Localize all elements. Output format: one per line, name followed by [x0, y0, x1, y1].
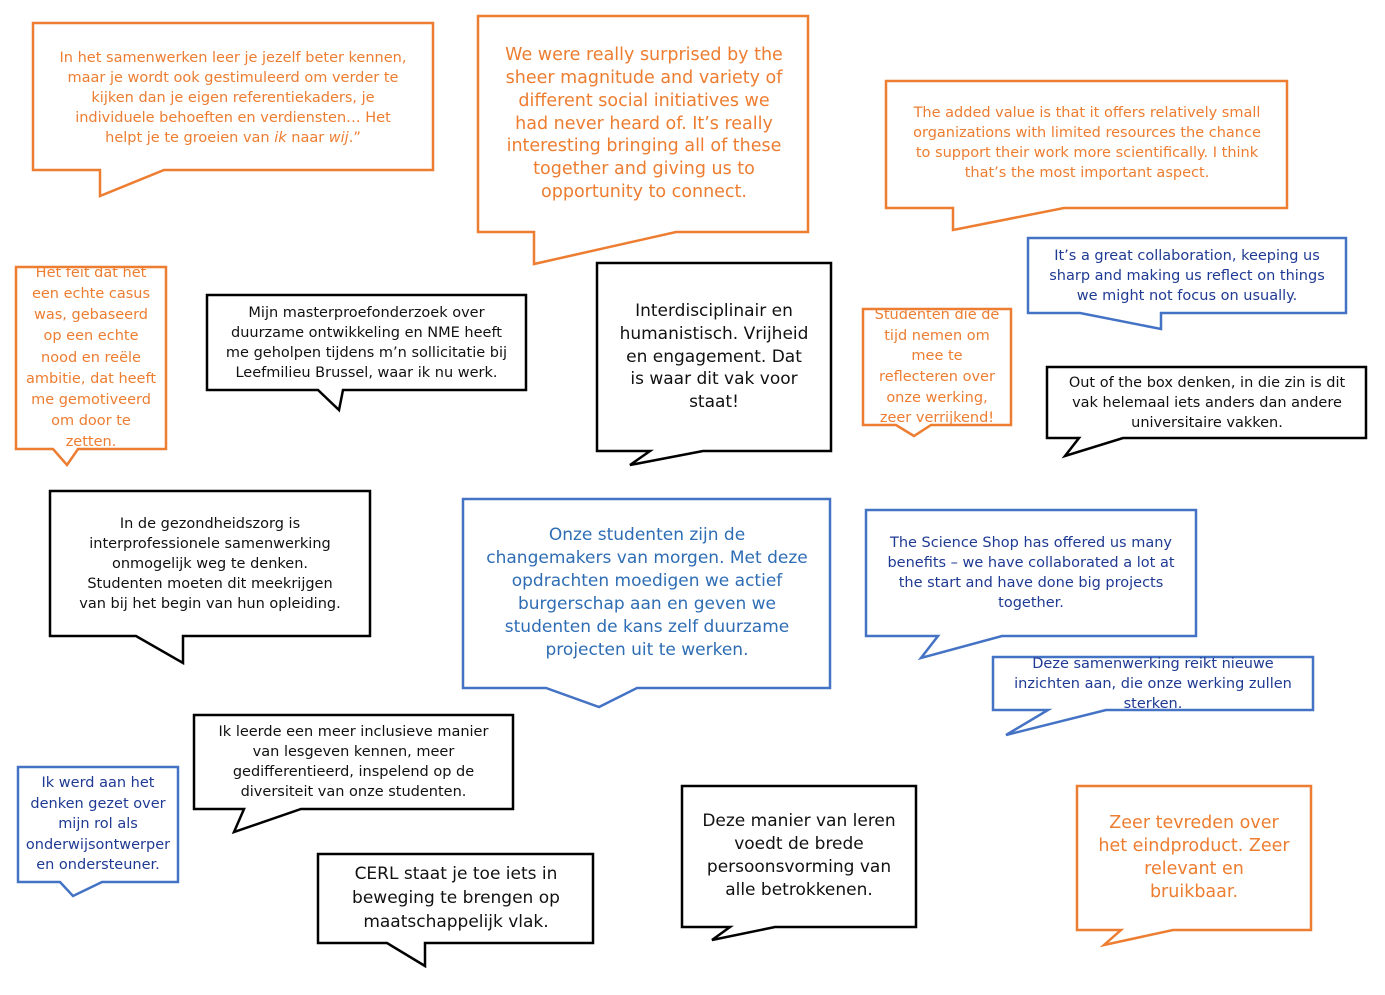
quote-q5-text: Mijn masterproefonderzoek over duurzame … [225, 304, 508, 381]
quote-q14: Ik leerde een meer inclusieve manier van… [197, 717, 510, 807]
quote-q2: We were really surprised by the sheer ma… [494, 34, 794, 214]
speech-bubble-q16 [680, 784, 918, 942]
quote-q4: Het feit dat het een echte casus was, ge… [18, 265, 164, 449]
quote-q10-text: In de gezondheidszorg is interprofession… [79, 516, 341, 612]
speech-bubble-q15 [16, 765, 180, 898]
quote-q6: Interdisciplinair en humanistisch. Vrijh… [612, 276, 816, 438]
quote-q8-text: Studenten die de tijd nemen om mee te re… [874, 307, 1000, 427]
quote-q12-text: The Science Shop has offered us many ben… [887, 535, 1175, 611]
quote-q9-text: Out of the box denken, in die zin is dit… [1068, 374, 1346, 431]
quote-q13-text: Deze samenwerking reikt nieuwe inzichten… [1014, 655, 1292, 712]
quote-q11-text: Onze studenten zijn de changemakers van … [486, 525, 808, 660]
speech-bubble-q4 [14, 265, 168, 468]
quote-q3: The added value is that it offers relati… [904, 95, 1270, 191]
speech-bubble-q6 [595, 261, 833, 467]
speech-bubble-q11 [461, 497, 832, 709]
quote-q14-text: Ik leerde een meer inclusieve manier van… [218, 724, 489, 800]
quote-q16: Deze manier van leren voedt de brede per… [692, 796, 906, 916]
quote-q17-text: CERL staat je toe iets in beweging te br… [352, 864, 560, 932]
quote-q15-text: Ik werd aan het denken gezet over mijn r… [25, 775, 171, 874]
quote-q5: Mijn masterproefonderzoek over duurzame … [212, 298, 521, 387]
speech-bubble-q9 [1045, 365, 1368, 459]
quote-q1: In het samenwerken leer je jezelf beter … [52, 42, 414, 154]
quote-q13: Deze samenwerking reikt nieuwe inzichten… [995, 656, 1311, 712]
quote-q11: Onze studenten zijn de changemakers van … [478, 512, 816, 674]
quote-q7-text: It’s a great collaboration, keeping us s… [1049, 247, 1325, 304]
quote-q4-text: Het feit dat het een echte casus was, ge… [25, 265, 157, 450]
speech-bubble-q17 [316, 852, 595, 969]
quote-q16-text: Deze manier van leren voedt de brede per… [702, 811, 896, 900]
quote-q10: In de gezondheidszorg is interprofession… [70, 503, 350, 625]
speech-bubble-q10 [48, 489, 372, 666]
quote-q12: The Science Shop has offered us many ben… [880, 522, 1182, 624]
speech-bubble-q8 [861, 307, 1013, 438]
speech-bubble-q1 [31, 21, 435, 198]
quote-q7: It’s a great collaboration, keeping us s… [1032, 240, 1342, 311]
speech-bubble-q2 [476, 14, 810, 266]
speech-bubble-q3 [884, 79, 1289, 232]
quote-q17: CERL staat je toe iets in beweging te br… [328, 858, 584, 940]
speech-bubble-q7 [1026, 236, 1348, 331]
speech-bubble-q13 [991, 655, 1315, 737]
quote-q9: Out of the box denken, in die zin is dit… [1050, 369, 1364, 436]
speech-bubble-q14 [192, 713, 515, 835]
quote-q18-text: Zeer tevreden over het eindproduct. Zeer… [1098, 812, 1290, 903]
quote-q15: Ik werd aan het denken gezet over mijn r… [20, 769, 176, 880]
quote-q2-text: We were really surprised by the sheer ma… [505, 45, 783, 202]
quote-q3-text: The added value is that it offers relati… [913, 105, 1261, 181]
quote-q8: Studenten die de tijd nemen om mee te re… [866, 307, 1008, 426]
speech-bubble-q18 [1075, 784, 1313, 948]
quote-q6-text: Interdisciplinair en humanistisch. Vrijh… [619, 300, 809, 413]
speech-bubble-q5 [205, 293, 528, 413]
speech-bubble-q12 [864, 508, 1198, 661]
quote-q18: Zeer tevreden over het eindproduct. Zeer… [1092, 800, 1296, 916]
quote-q1-text: In het samenwerken leer je jezelf beter … [59, 50, 407, 146]
